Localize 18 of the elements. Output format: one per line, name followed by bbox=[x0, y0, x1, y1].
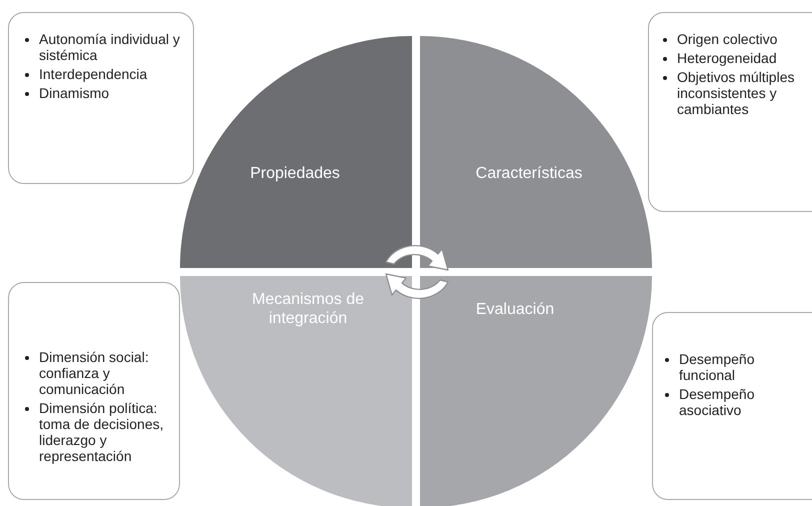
quadrant-label: Propiedades bbox=[249, 164, 341, 183]
quadrant-label: Evaluación bbox=[474, 300, 556, 319]
text-card bbox=[648, 12, 812, 212]
text-card bbox=[8, 282, 180, 500]
text-card bbox=[8, 12, 194, 184]
bullet-text: Objetivos múltiples inconsistentes y cambiantes bbox=[677, 69, 796, 117]
quadrant-label: Características bbox=[474, 164, 584, 183]
bullet-text: Heterogeneidad bbox=[677, 50, 777, 66]
bullet-text: Dinamismo bbox=[39, 85, 110, 101]
quadrant-label: Mecanismos de integración bbox=[250, 290, 366, 328]
bullet-text: Interdependencia bbox=[39, 66, 148, 82]
bullet-text: Dimensión social: confianza y comunicación bbox=[39, 349, 150, 397]
bullet-text: Origen colectivo bbox=[677, 31, 778, 47]
bullet-text: Dimensión política: toma de decisiones, liderazgo y representación bbox=[39, 400, 165, 464]
bullet-text: Desempeño funcional bbox=[679, 351, 756, 383]
bullet-text: Desempeño asociativo bbox=[679, 386, 756, 418]
text-card bbox=[652, 312, 812, 500]
bullet-text: Autonomía individual y sistémica bbox=[39, 31, 181, 63]
